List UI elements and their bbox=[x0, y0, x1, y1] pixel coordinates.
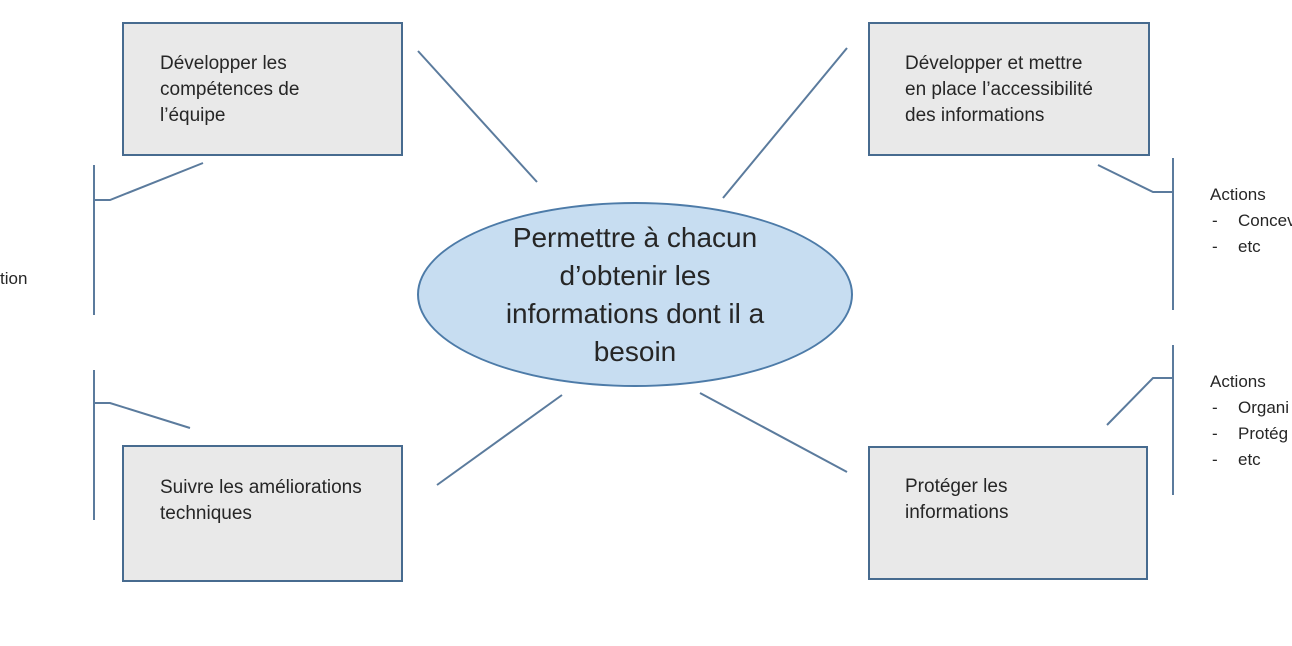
action-item: - etc bbox=[1210, 447, 1292, 473]
bracket-right-top-leader bbox=[1097, 164, 1173, 193]
actions-title: Actions bbox=[1210, 372, 1266, 391]
action-item: - etc bbox=[1210, 234, 1292, 260]
bracket-left-top-leader bbox=[94, 162, 204, 201]
goal-box-bottom-left: Suivre les améliorations techniques bbox=[122, 445, 403, 582]
goal-box-top-right: Développer et mettre en place l’accessib… bbox=[868, 22, 1150, 156]
connector-top-right-to-center bbox=[722, 47, 848, 199]
connector-center-to-bottom-left bbox=[436, 394, 563, 486]
action-item-label: etc bbox=[1238, 237, 1261, 256]
actions-list-bottom-right: Actions - Organi - Protég - etc bbox=[1210, 369, 1292, 473]
dash-bullet: - bbox=[1212, 211, 1218, 230]
dash-bullet: - bbox=[1212, 237, 1218, 256]
actions-list-top-right: Actions - Concev - etc bbox=[1210, 182, 1292, 260]
dash-bullet: - bbox=[1212, 424, 1218, 443]
bracket-left-bottom-leader bbox=[94, 402, 191, 429]
action-item-label: Concev bbox=[1238, 211, 1292, 230]
action-item-label: Protég bbox=[1238, 424, 1289, 443]
actions-title: Actions bbox=[1210, 185, 1266, 204]
dash-bullet: - bbox=[1212, 450, 1218, 469]
action-item: - Organi bbox=[1210, 395, 1292, 421]
bracket-right-bottom-leader bbox=[1106, 377, 1173, 426]
left-edge-text-fragment: tion bbox=[0, 269, 28, 288]
goal-box-bottom-right: Protéger les informations bbox=[868, 446, 1148, 580]
action-item-label: Organi bbox=[1238, 398, 1290, 417]
action-item: - Protég bbox=[1210, 421, 1292, 447]
connector-center-to-bottom-right bbox=[699, 392, 848, 473]
dash-bullet: - bbox=[1212, 398, 1218, 417]
central-goal-ellipse: Permettre à chacun d’obtenir les informa… bbox=[417, 202, 853, 387]
goal-box-top-left: Développer les compétences de l’équipe bbox=[122, 22, 403, 156]
action-item: - Concev bbox=[1210, 208, 1292, 234]
connector-top-left-to-center bbox=[417, 50, 538, 183]
action-item-label: etc bbox=[1238, 450, 1261, 469]
